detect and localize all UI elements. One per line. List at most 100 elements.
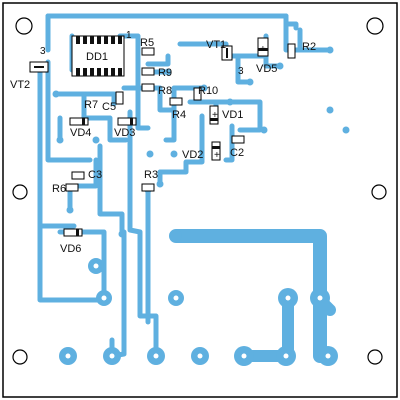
resistor-r3 xyxy=(141,183,155,192)
diode-vd2 xyxy=(211,141,221,161)
resistor-r4 xyxy=(169,97,183,106)
via-4 xyxy=(326,106,334,114)
dd1-pin xyxy=(118,36,122,44)
pad-hole-4 xyxy=(285,295,291,301)
dd1-pin xyxy=(97,68,101,76)
trace-dd1-b xyxy=(117,33,141,93)
dd1-pin xyxy=(90,68,94,76)
pad-holes xyxy=(65,263,331,359)
label-c3: C3 xyxy=(88,169,102,181)
pad-hole-11 xyxy=(283,353,289,359)
dd1-pin xyxy=(111,36,115,44)
label-vt2-pin3: 3 xyxy=(40,46,46,57)
diode-vd5 xyxy=(257,37,269,57)
trace-center-left xyxy=(97,143,125,237)
label-r7: R7 xyxy=(84,99,98,111)
pad-hole-8 xyxy=(153,353,159,359)
label-vd1-plus: + xyxy=(212,110,218,121)
capacitor-c3 xyxy=(71,171,85,180)
mounting-holes xyxy=(12,17,387,365)
label-vd5: VD5 xyxy=(256,63,277,75)
via-5 xyxy=(342,126,350,134)
trace-bottom-left xyxy=(37,223,107,303)
dd1-pin xyxy=(83,68,87,76)
chip-dd1 xyxy=(71,35,125,77)
label-vt1: VT1 xyxy=(206,39,226,51)
label-r8: R8 xyxy=(158,85,172,97)
via-8 xyxy=(200,84,208,92)
label-r9: R9 xyxy=(158,67,172,79)
resistor-r2 xyxy=(287,43,296,59)
pad-hole-9 xyxy=(197,353,203,359)
label-c2: C2 xyxy=(230,147,244,159)
dd1-pin xyxy=(111,68,115,76)
mounting-hole-bottom-left xyxy=(12,349,28,365)
dd1-pin xyxy=(83,36,87,44)
label-vd3: VD3 xyxy=(114,127,135,139)
vd4-band xyxy=(82,118,85,125)
pad-hole-12 xyxy=(325,353,331,359)
labels: DD1 1 R5 R9 R8 VT1 3 VD5 R2 VT2 3 R7 C5 … xyxy=(10,30,316,255)
trace-r4 xyxy=(163,107,177,143)
resistor-r10 xyxy=(193,87,202,101)
label-vd1: VD1 xyxy=(222,109,243,121)
label-r2: R2 xyxy=(302,41,316,53)
resistor-r5 xyxy=(141,47,155,56)
pad-hole-10 xyxy=(241,353,247,359)
via-6 xyxy=(260,126,268,134)
label-c5: C5 xyxy=(102,101,116,113)
pad-hole-1 xyxy=(93,263,99,269)
vd6-band xyxy=(76,229,79,236)
diode-vd6 xyxy=(63,228,83,237)
via-2 xyxy=(276,62,284,70)
dd1-pin xyxy=(104,36,108,44)
via-1 xyxy=(326,46,334,54)
pad-hole-7 xyxy=(109,353,115,359)
trace-r7 xyxy=(53,91,117,107)
dd1-pin xyxy=(104,68,108,76)
label-r3: R3 xyxy=(144,169,158,181)
pads xyxy=(52,46,350,366)
via-3 xyxy=(246,78,254,86)
pad-hole-2 xyxy=(101,295,107,301)
trace-power-main xyxy=(169,229,327,363)
trace-c3 xyxy=(73,157,99,189)
diode-vd4 xyxy=(69,117,89,126)
trace-dd1-c xyxy=(135,87,151,131)
vt1-tab xyxy=(226,48,228,58)
trace-vd5 xyxy=(263,53,283,69)
label-r10: R10 xyxy=(198,85,218,97)
diode-vd3 xyxy=(117,117,137,126)
capacitor-c2 xyxy=(231,135,245,144)
trace-vt2-mid xyxy=(45,59,93,163)
vd2-band xyxy=(212,146,220,149)
label-vd4: VD4 xyxy=(70,127,91,139)
diode-vd1 xyxy=(209,105,219,125)
pad-hole-6 xyxy=(65,353,71,359)
dd1-pin xyxy=(76,36,80,44)
via-10 xyxy=(170,150,178,158)
via-12 xyxy=(92,136,100,144)
label-vd6: VD6 xyxy=(60,243,81,255)
resistor-r8 xyxy=(141,83,155,92)
label-dd1: DD1 xyxy=(86,51,108,63)
capacitor-c5 xyxy=(115,91,124,105)
mounting-hole-top-left xyxy=(15,17,33,35)
trace-r10 xyxy=(187,99,263,133)
label-vt1-pin3: 3 xyxy=(238,66,244,77)
diode-bands xyxy=(34,48,268,236)
via-16 xyxy=(118,230,126,238)
vd3-band xyxy=(130,118,133,125)
via-11 xyxy=(56,136,64,144)
resistor-r6 xyxy=(65,183,79,192)
via-7 xyxy=(226,98,234,106)
via-9 xyxy=(146,150,154,158)
dd1-pin xyxy=(90,36,94,44)
label-r6: R6 xyxy=(52,183,66,195)
dd1-pin xyxy=(76,68,80,76)
label-pin1: 1 xyxy=(126,30,132,41)
label-r4: R4 xyxy=(172,109,186,121)
label-vd2: VD2 xyxy=(182,149,203,161)
